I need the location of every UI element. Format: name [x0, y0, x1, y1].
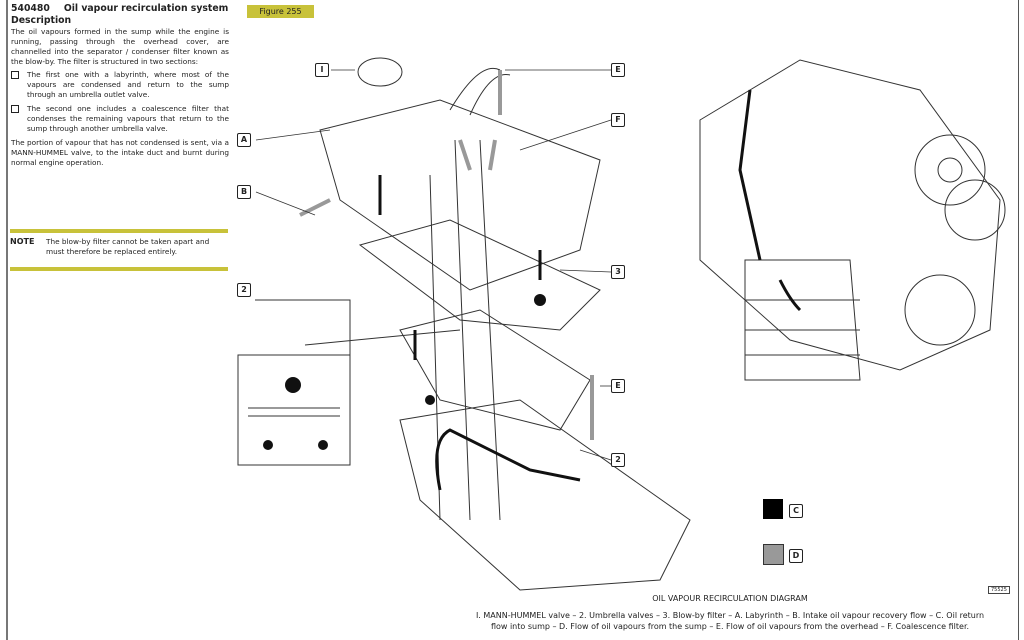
- outro-text: The portion of vapour that has not conde…: [11, 138, 229, 167]
- note-block: NOTE The blow-by filter cannot be taken a…: [10, 237, 228, 256]
- section-name: Oil vapour recirculation system: [63, 3, 229, 14]
- subtitle: Description: [11, 14, 72, 26]
- note-bottom-bar: [10, 267, 228, 271]
- legend-swatch-C: [763, 499, 783, 519]
- checkbox-bullet-icon: [11, 71, 19, 80]
- page-border: [1018, 0, 1019, 640]
- figure-caption: OIL VAPOUR RECIRCULATION DIAGRAM I. MANN…: [470, 593, 990, 632]
- figure-label: Figure 255: [247, 5, 314, 18]
- bullet-item: The first one with a labyrinth, where mo…: [11, 70, 229, 99]
- caption-text: I. MANN-HUMMEL valve – 2. Umbrella valve…: [475, 611, 985, 631]
- figure-number: 75525: [988, 586, 1010, 594]
- callout-F: F: [611, 113, 625, 127]
- callout-E-lower: E: [611, 379, 625, 393]
- margin-rule: [6, 0, 8, 640]
- oil-return-flow: [378, 89, 802, 491]
- note-label: NOTE: [10, 237, 35, 246]
- description-column: 540480 Oil vapour recirculation system De…: [11, 4, 229, 172]
- intro-text: The oil vapours formed in the sump while…: [11, 27, 229, 66]
- callout-3: 3: [611, 265, 625, 279]
- legend-label-D: D: [789, 549, 803, 563]
- bullet-item: The second one includes a coalescence fi…: [11, 104, 229, 133]
- vapour-flow: [299, 70, 594, 440]
- checkbox-bullet-icon: [11, 105, 19, 114]
- callout-I: I: [315, 63, 329, 77]
- legend-swatch-D: [763, 544, 784, 565]
- callout-A: A: [237, 133, 251, 147]
- legend-label-C: C: [789, 504, 803, 518]
- leader-lines: [255, 69, 612, 461]
- bullet-text: The first one with a labyrinth, where mo…: [27, 70, 229, 99]
- section-title: 540480 Oil vapour recirculation system: [11, 4, 229, 14]
- callout-2-lower: 2: [611, 453, 625, 467]
- note-top-bar: [10, 229, 228, 233]
- section-code: 540480: [11, 3, 50, 14]
- callout-E: E: [611, 63, 625, 77]
- callout-B: B: [237, 185, 251, 199]
- engine-outline: [237, 57, 1006, 591]
- caption-title: OIL VAPOUR RECIRCULATION DIAGRAM: [652, 594, 808, 603]
- callout-2: 2: [237, 283, 251, 297]
- oil-drop-icons: [263, 294, 546, 450]
- bullet-text: The second one includes a coalescence fi…: [27, 104, 229, 133]
- note-text: The blow-by filter cannot be taken apart…: [46, 237, 210, 256]
